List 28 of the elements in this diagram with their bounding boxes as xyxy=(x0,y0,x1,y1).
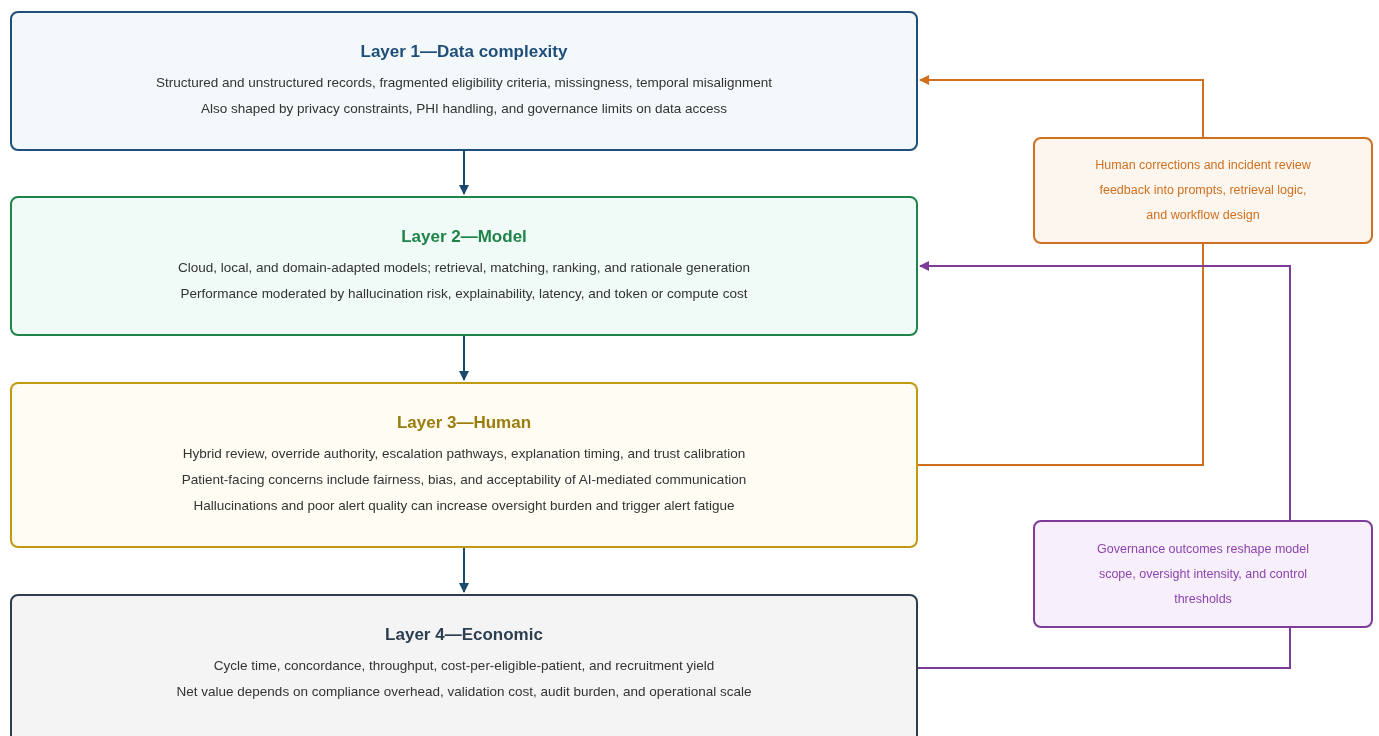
arrow xyxy=(919,261,1291,521)
layer-box xyxy=(10,594,918,736)
layer-title: Layer 4—Economic xyxy=(385,625,543,645)
layer-description: Performance moderated by hallucination risk, explainability, latency, and token or compute cost xyxy=(180,285,748,303)
feedback-box xyxy=(1033,137,1373,244)
layer-box xyxy=(10,11,918,151)
feedback-text: Human corrections and incident review feedback into prompts, retrieval logic, and workflow design xyxy=(1095,157,1311,224)
arrow xyxy=(459,547,469,593)
layer-title: Layer 1—Data complexity xyxy=(360,42,568,62)
feedback-box xyxy=(1033,520,1373,628)
layer-description: Hallucinations and poor alert quality can increase oversight burden and trigger alert fatigue xyxy=(193,497,735,515)
arrow xyxy=(459,150,469,195)
arrow xyxy=(459,335,469,381)
arrow xyxy=(919,75,1204,138)
layer-description: Structured and unstructured records, fragmented eligibility criteria, missingness, temporal misalignment xyxy=(156,74,772,92)
feedback-text: Governance outcomes reshape model scope, oversight intensity, and control thresholds xyxy=(1096,540,1310,608)
layer-description: Patient-facing concerns include fairness, bias, and acceptability of AI-mediated communication xyxy=(181,471,747,489)
layer-description: Cycle time, concordance, throughput, cost-per-eligible-patient, and recruitment yield xyxy=(213,657,715,675)
layer-box xyxy=(10,196,918,336)
layer-box xyxy=(10,382,918,548)
layer-description: Hybrid review, override authority, escalation pathways, explanation timing, and trust calibration xyxy=(182,445,746,463)
layer-title: Layer 2—Model xyxy=(401,227,527,247)
layer-title: Layer 3—Human xyxy=(396,413,532,433)
layer-description: Net value depends on compliance overhead, validation cost, audit burden, and operational scale xyxy=(176,683,752,701)
connector-line xyxy=(917,243,1204,466)
layer-description: Cloud, local, and domain-adapted models; retrieval, matching, ranking, and rationale generation xyxy=(178,259,750,277)
layer-description: Also shaped by privacy constraints, PHI handling, and governance limits on data access xyxy=(200,100,727,118)
connector-line xyxy=(917,627,1291,669)
